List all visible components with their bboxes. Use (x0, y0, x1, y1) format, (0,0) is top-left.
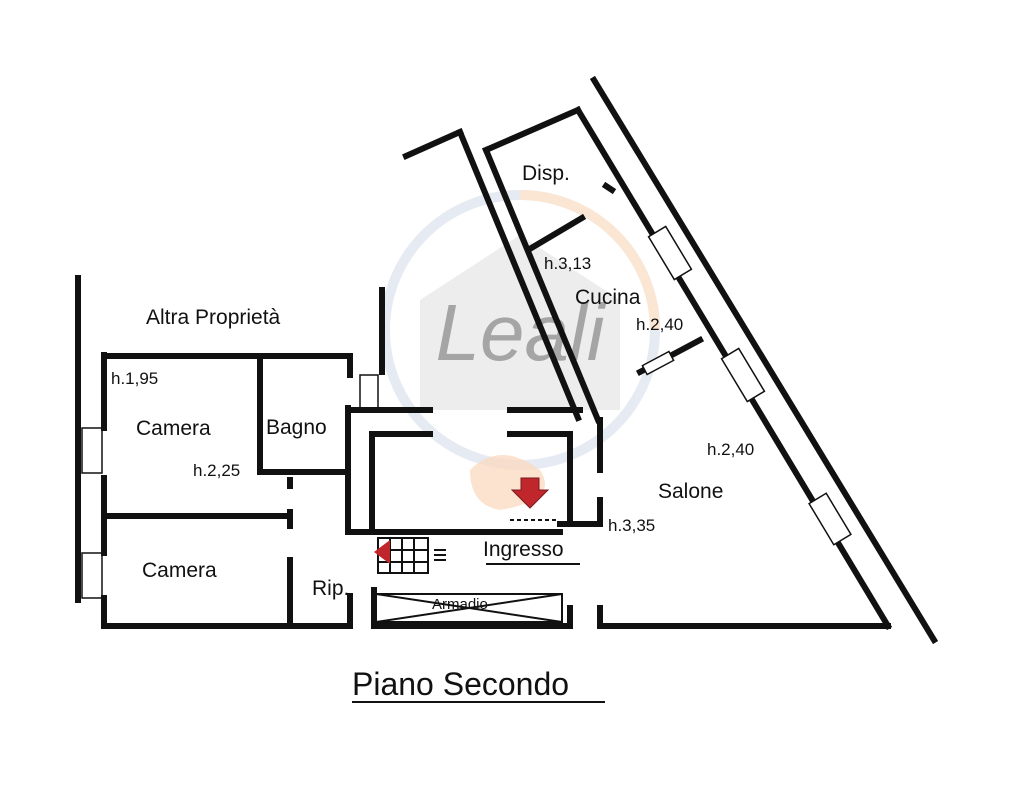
floor-title: Piano Secondo (352, 666, 569, 702)
room-label-armadio: Armadio (432, 596, 488, 613)
south-wall (101, 587, 891, 629)
room-label-ingresso: Ingresso (483, 538, 564, 561)
room-label-rip: Rip. (312, 577, 349, 600)
room-label-disp: Disp. (522, 162, 570, 185)
height-label-camera-top: h.1,95 (111, 369, 158, 388)
height-label-cucina: h.2,40 (636, 315, 683, 334)
watermark-text: Leali (435, 288, 606, 377)
room-label-bagno: Bagno (266, 416, 327, 439)
staircase (374, 537, 446, 574)
room-label-salone: Salone (658, 480, 723, 503)
room-label-camera-1: Camera (136, 417, 211, 440)
east-wall (573, 75, 939, 645)
watermark-logo: Leali (380, 190, 660, 510)
ingresso-core (345, 287, 603, 535)
entrance-arrow-icon (510, 477, 550, 509)
room-label-camera-2: Camera (142, 559, 217, 582)
room-label-cucina: Cucina (575, 286, 641, 309)
room-label-altra-proprieta: Altra Proprietà (146, 306, 281, 329)
height-label-disp-cucina: h.3,13 (544, 254, 591, 273)
height-label-ingresso: h.3,35 (608, 516, 655, 535)
height-label-salone: h.2,40 (707, 440, 754, 459)
kitchen-walls (402, 106, 705, 424)
west-rooms-walls (101, 353, 353, 629)
height-label-camera-mid: h.2,25 (193, 461, 240, 480)
stair-arrow-icon (374, 540, 390, 564)
left-wall (75, 275, 107, 629)
